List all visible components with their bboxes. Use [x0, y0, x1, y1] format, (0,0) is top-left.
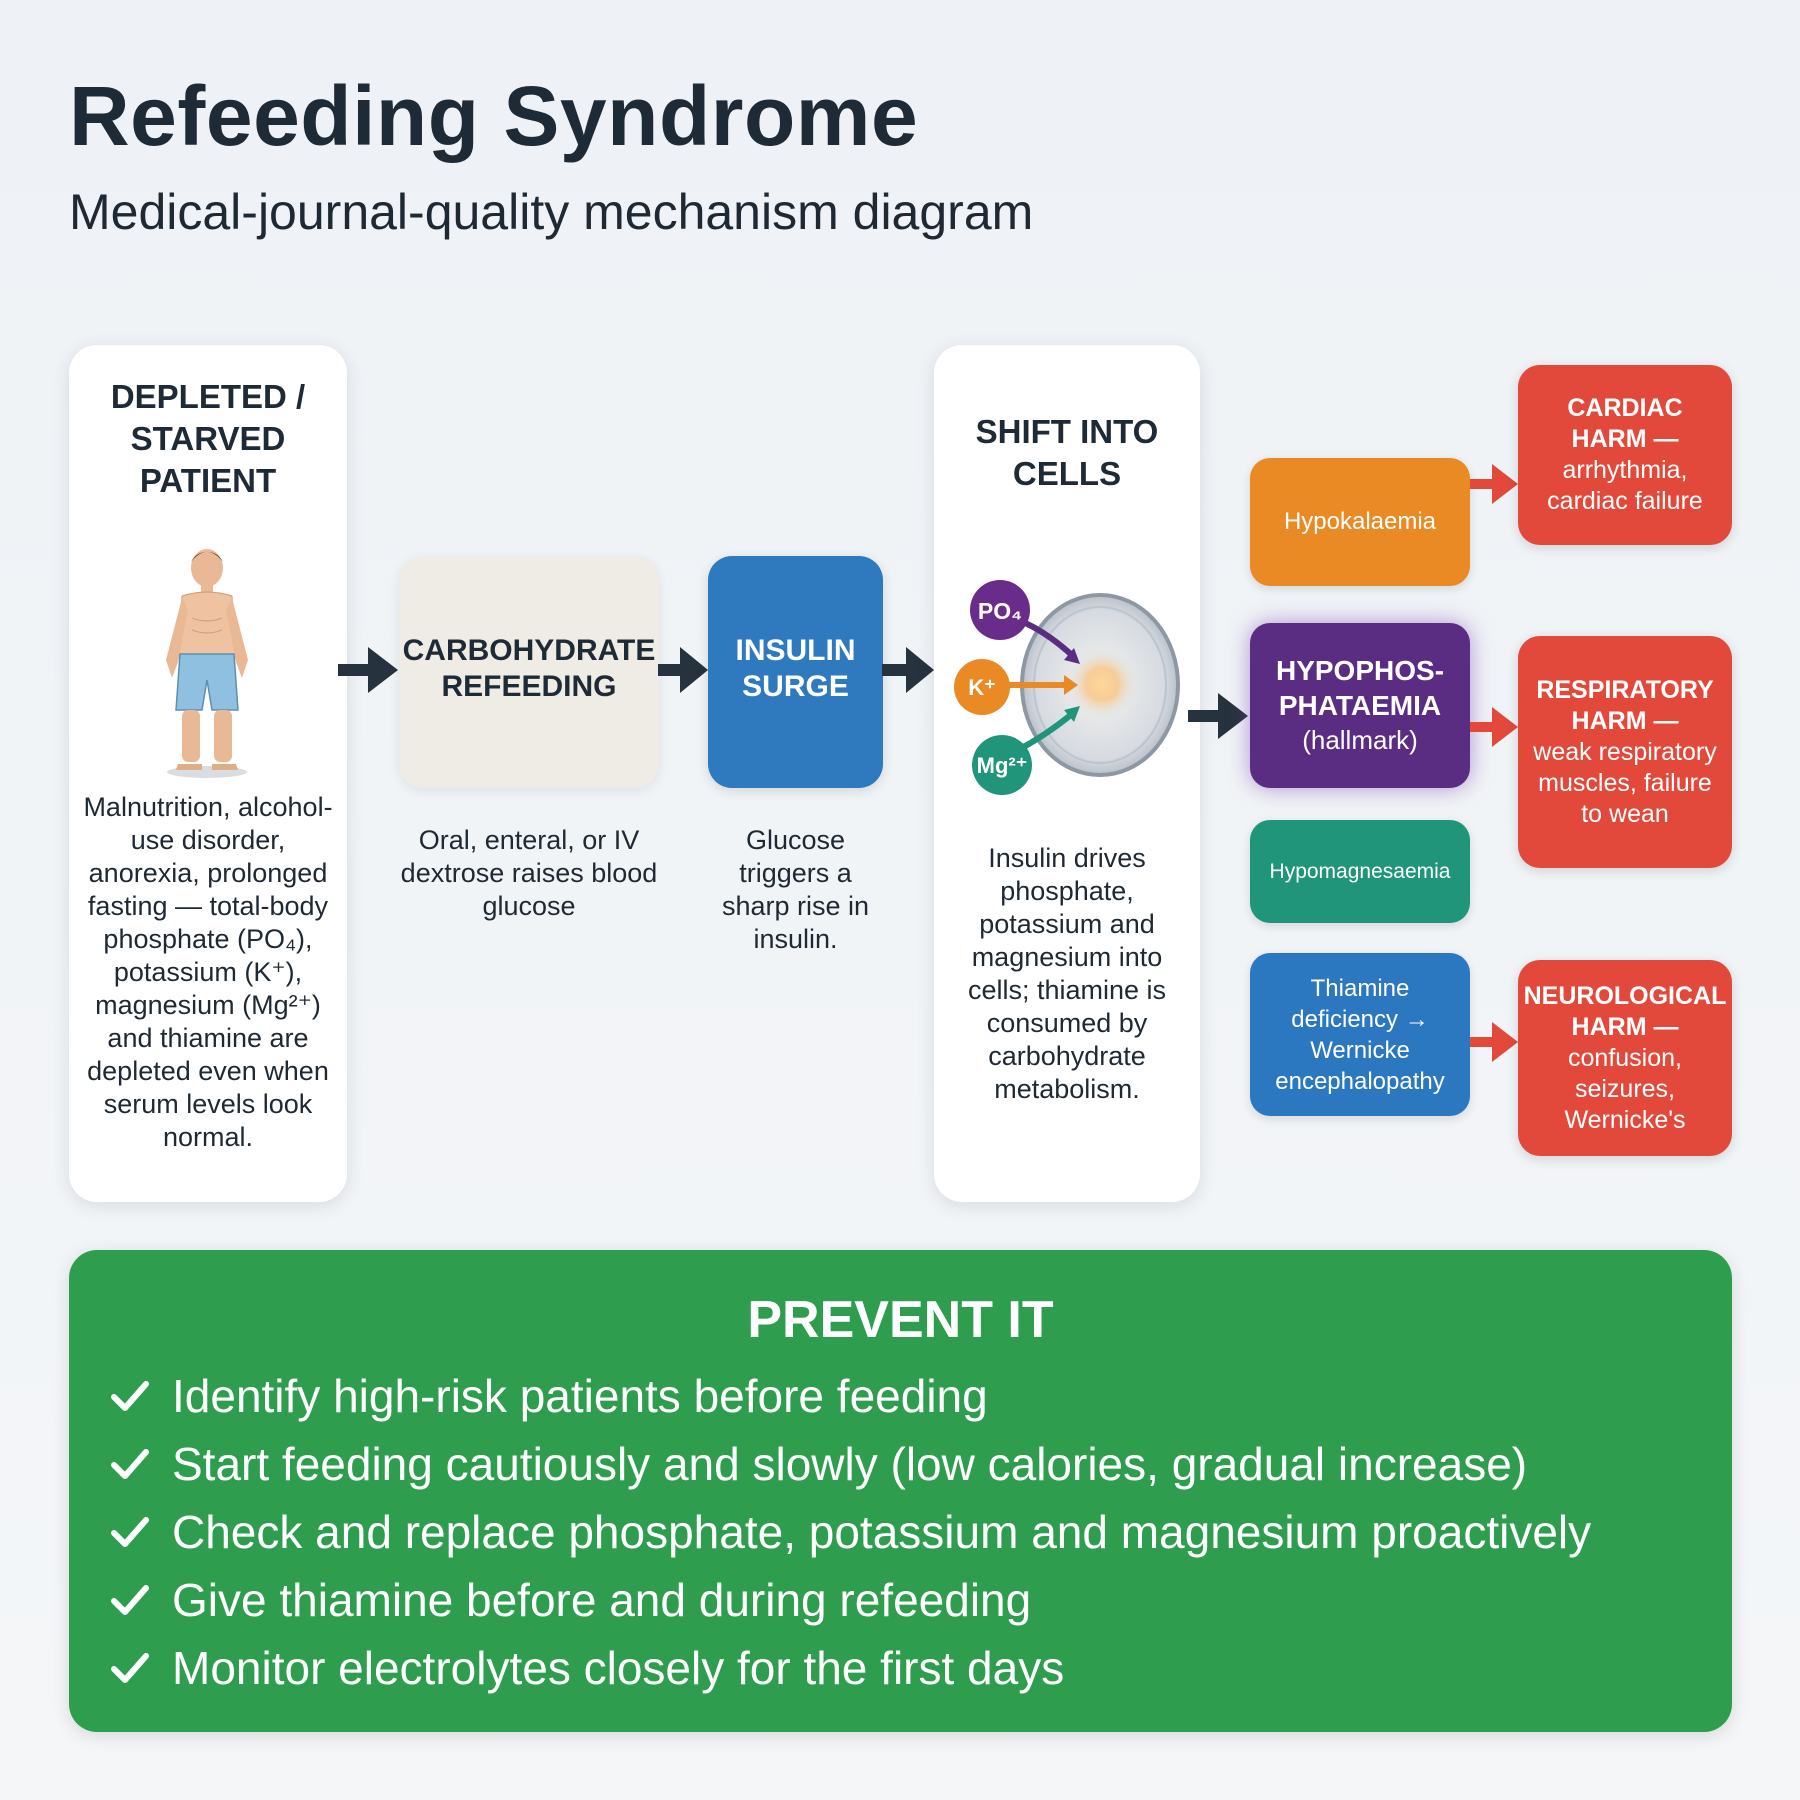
check-icon — [111, 1653, 149, 1683]
potassium-ion: K⁺ — [954, 659, 1010, 715]
carbohydrate-description: Oral, enteral, or IV dextrose raises blo… — [400, 825, 658, 921]
magnesium-ion: Mg²⁺ — [972, 735, 1032, 795]
hypophosphataemia-title: HYPOPHOS-PHATAEMIA — [1275, 655, 1445, 721]
prevent-title: PREVENT IT — [747, 1291, 1054, 1349]
cardiac-harm-text: arrhythmia, cardiac failure — [1547, 456, 1703, 515]
respiratory-harm-text: weak respiratory muscles, failure to wea… — [1533, 737, 1717, 828]
prevent-item-text: Check and replace phosphate, potassium a… — [172, 1506, 1592, 1558]
magnesium-label: Mg²⁺ — [977, 753, 1028, 778]
prevent-item-text: Identify high-risk patients before feedi… — [172, 1370, 988, 1422]
arrow-right-icon — [658, 647, 708, 693]
arrow-right-icon — [338, 647, 398, 693]
arrow-right-icon — [1188, 693, 1248, 739]
carbohydrate-heading: CARBOHYDRATE REFEEDING — [402, 634, 656, 703]
prevent-item: Check and replace phosphate, potassium a… — [108, 1498, 1718, 1566]
arrow-right-icon — [1470, 707, 1518, 747]
hypokalaemia-label: Hypokalaemia — [1283, 508, 1437, 535]
hypophosphataemia-subtitle: (hallmark) — [1302, 725, 1418, 755]
insulin-surge-box — [708, 556, 883, 788]
arrow-right-icon — [882, 647, 934, 693]
prevent-item: Identify high-risk patients before feedi… — [108, 1362, 1718, 1430]
neurological-harm-box: NEUROLOGICAL HARM — confusion, seizures,… — [1518, 960, 1732, 1156]
patient-description: Malnutrition, alcohol-use disorder, anor… — [83, 792, 333, 1152]
prevent-item-text: Monitor electrolytes closely for the fir… — [172, 1642, 1065, 1694]
prevent-item-text: Start feeding cautiously and slowly (low… — [172, 1438, 1528, 1490]
cardiac-harm-box: CARDIAC HARM — arrhythmia, cardiac failu… — [1518, 365, 1732, 545]
check-icon — [111, 1517, 149, 1547]
thiamine-label: Thiamine deficiency → Wernicke encephalo… — [1275, 974, 1445, 1095]
hypomagnesaemia-box: Hypomagnesaemia — [1250, 820, 1470, 923]
prevent-item: Start feeding cautiously and slowly (low… — [108, 1430, 1718, 1498]
shift-heading: SHIFT INTO CELLS — [975, 413, 1159, 492]
carbohydrate-refeeding-box — [399, 556, 659, 788]
hypomagnesaemia-label: Hypomagnesaemia — [1269, 859, 1451, 883]
shift-description: Insulin drives phosphate, potassium and … — [967, 843, 1167, 1104]
insulin-heading: INSULIN SURGE — [735, 634, 856, 703]
prevent-panel — [69, 1250, 1732, 1732]
arrow-right-icon — [1470, 1022, 1518, 1062]
phosphate-ion: PO₄ — [970, 580, 1030, 640]
arrow-right-icon — [1470, 464, 1518, 504]
hypophosphataemia-box: HYPOPHOS-PHATAEMIA (hallmark) — [1250, 623, 1470, 788]
page-subtitle: Medical-journal-quality mechanism diagra… — [69, 184, 1034, 240]
prevent-list: Identify high-risk patients before feedi… — [108, 1362, 1718, 1702]
page-title: Refeeding Syndrome — [69, 69, 919, 163]
prevent-item-text: Give thiamine before and during refeedin… — [172, 1574, 1032, 1626]
phosphate-label: PO₄ — [978, 598, 1022, 624]
neurological-harm-title: NEUROLOGICAL HARM — — [1523, 981, 1727, 1041]
check-icon — [111, 1585, 149, 1615]
thiamine-deficiency-box: Thiamine deficiency → Wernicke encephalo… — [1250, 953, 1470, 1116]
check-icon — [111, 1449, 149, 1479]
patient-heading: DEPLETED / STARVED PATIENT — [110, 378, 306, 499]
respiratory-harm-box: RESPIRATORY HARM — weak respiratory musc… — [1518, 636, 1732, 868]
patient-figure-icon — [166, 549, 248, 778]
potassium-label: K⁺ — [968, 675, 996, 700]
insulin-description: Glucose triggers a sharp rise in insulin… — [721, 825, 870, 954]
prevent-item: Give thiamine before and during refeedin… — [108, 1566, 1718, 1634]
hypokalaemia-box: Hypokalaemia — [1250, 458, 1470, 586]
neurological-harm-text: confusion, seizures, Wernicke's — [1564, 1043, 1686, 1134]
cardiac-harm-title: CARDIAC HARM — — [1567, 394, 1683, 453]
respiratory-harm-title: RESPIRATORY HARM — — [1536, 675, 1714, 735]
cell-icon: PO₄ K⁺ Mg²⁺ — [954, 580, 1180, 795]
prevent-item: Monitor electrolytes closely for the fir… — [108, 1634, 1718, 1702]
check-icon — [111, 1381, 149, 1411]
